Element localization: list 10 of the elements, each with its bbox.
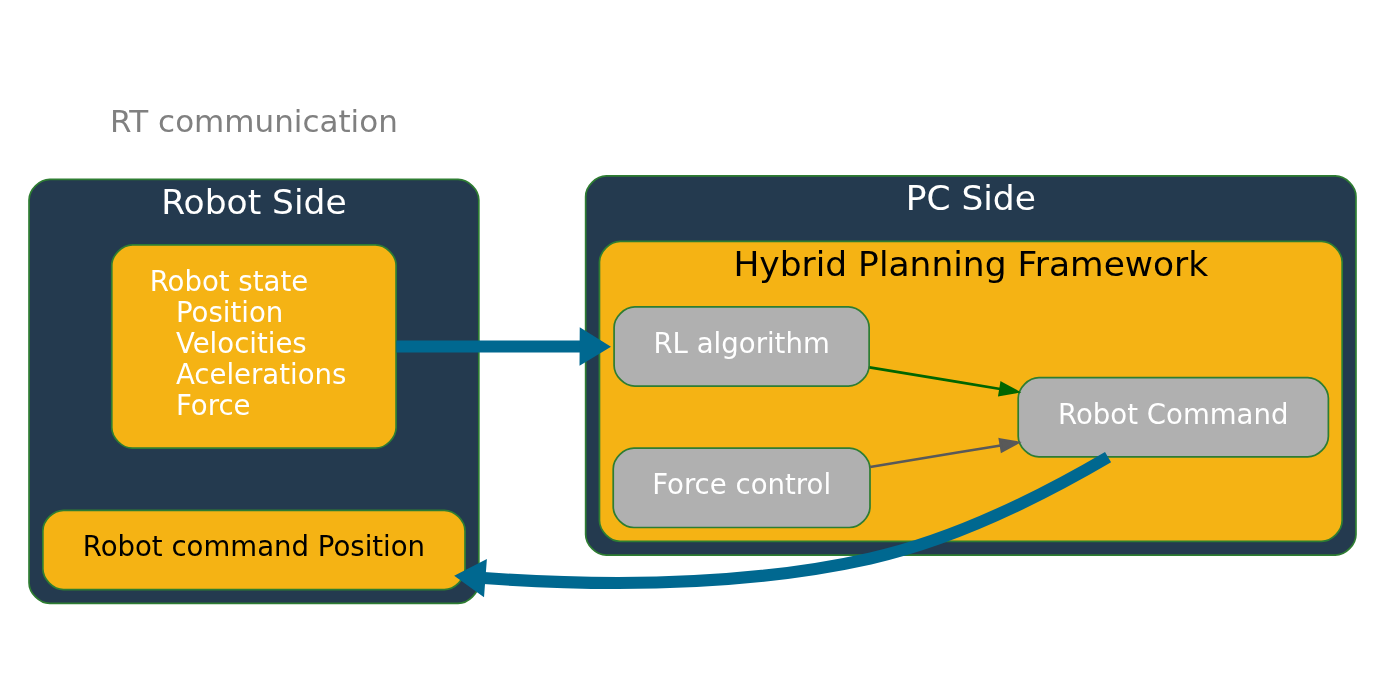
arrow <box>869 366 1022 397</box>
node-box: Robot command Position <box>41 509 466 591</box>
arrow <box>396 327 611 366</box>
node-box: Robot state Position Velocities Acelerations Force <box>110 244 397 450</box>
node-box: Robot Command <box>1017 376 1330 458</box>
label: RT communication <box>110 102 398 139</box>
arrow <box>869 437 1022 469</box>
node-box: RL algorithm <box>613 306 870 388</box>
arrow <box>454 451 1112 598</box>
node-box: Force control <box>612 447 871 529</box>
